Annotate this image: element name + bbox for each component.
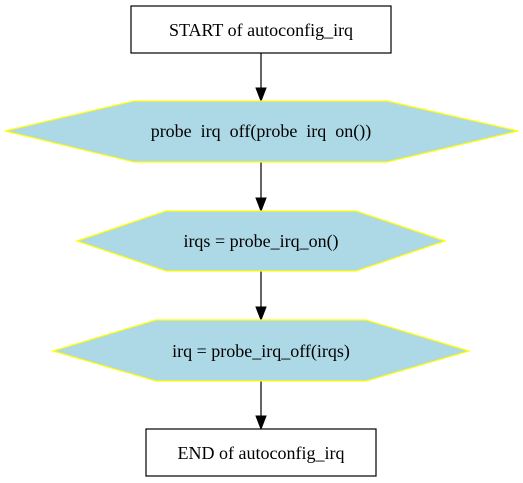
end-node: END of autoconfig_irq bbox=[145, 428, 377, 477]
probe-irq-off-on-label: probe irq off(probe irq on()) bbox=[151, 121, 372, 142]
start-label: START of autoconfig_irq bbox=[169, 20, 353, 40]
arrowhead-icon bbox=[255, 87, 267, 103]
edge-irqs-to-irq bbox=[255, 271, 267, 322]
irqs-assign-label: irqs = probe_irq_on() bbox=[183, 231, 338, 252]
irq-assign-hexagon bbox=[50, 319, 472, 382]
arrowhead-icon bbox=[255, 197, 267, 213]
irq-assign-label: irq = probe_irq_off(irqs) bbox=[172, 341, 350, 362]
irqs-assign-hexagon bbox=[75, 210, 447, 272]
edge-irq-to-end bbox=[255, 381, 267, 431]
probe-irq-off-on-hexagon bbox=[4, 100, 519, 163]
end-label: END of autoconfig_irq bbox=[178, 443, 345, 463]
probe-irq-off-on-node: probe irq off(probe irq on()) bbox=[4, 100, 519, 163]
edge-start-to-probe bbox=[255, 53, 267, 103]
end-box bbox=[145, 428, 377, 477]
edge-probe-to-irqs bbox=[255, 162, 267, 213]
start-node: START of autoconfig_irq bbox=[130, 5, 392, 54]
arrowhead-icon bbox=[255, 306, 267, 322]
irq-assign-node: irq = probe_irq_off(irqs) bbox=[50, 319, 472, 382]
irqs-assign-node: irqs = probe_irq_on() bbox=[75, 210, 447, 272]
arrowhead-icon bbox=[255, 415, 267, 431]
start-box bbox=[130, 5, 392, 54]
